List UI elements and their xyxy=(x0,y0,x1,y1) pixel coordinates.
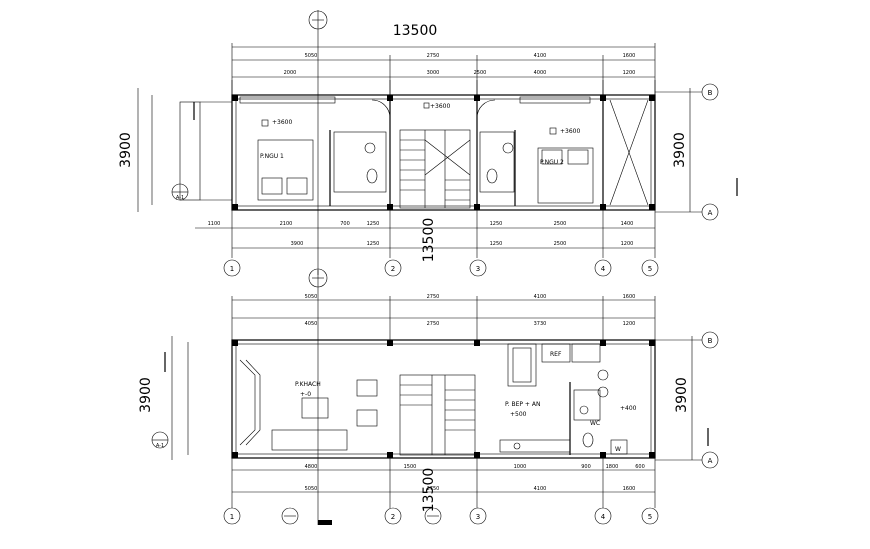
room-label: P.NGU 2 xyxy=(540,159,564,166)
dim-label: 5050 xyxy=(305,486,318,492)
dim-label: 1600 xyxy=(623,53,636,59)
dim-label: 1800 xyxy=(606,464,619,470)
dim-label: 2500 xyxy=(554,221,567,227)
grid-axis-label: 1 xyxy=(230,265,234,273)
dim-label: 4100 xyxy=(534,53,547,59)
washer-label: W xyxy=(615,446,621,453)
dim-label: 3730 xyxy=(534,321,547,327)
dim-label: 700 xyxy=(340,221,350,227)
elevation-label: +-0 xyxy=(300,391,311,398)
dim-label: 2500 xyxy=(474,70,487,76)
elevation-label: +500 xyxy=(510,411,527,418)
dim-label: 2100 xyxy=(280,221,293,227)
grid-axis-label: A xyxy=(708,209,713,217)
dim-label: 1600 xyxy=(623,294,636,300)
stair-treads xyxy=(400,139,470,201)
dim-label: 1200 xyxy=(623,321,636,327)
dim-label: 1200 xyxy=(623,70,636,76)
elevation-label: +3600 xyxy=(560,128,580,135)
dim-label: 1250 xyxy=(490,221,503,227)
grid-axis-label: B xyxy=(708,89,713,97)
dim-label: 4100 xyxy=(534,294,547,300)
dim-label: 4100 xyxy=(534,486,547,492)
lower-vertical-dim: 13500 xyxy=(421,468,437,513)
dim-label: 5050 xyxy=(305,53,318,59)
upper-depth-right: 3900 xyxy=(672,132,688,168)
grid-axes-upper: 1 2 3 4 5 B A xyxy=(223,80,719,277)
grid-axis-label: 1 xyxy=(230,513,234,521)
dim-label: 4050 xyxy=(305,321,318,327)
dim-label: 900 xyxy=(581,464,591,470)
dim-label: 600 xyxy=(635,464,645,470)
dim-label: 1500 xyxy=(404,464,417,470)
dim-label: 5050 xyxy=(305,294,318,300)
dim-label: 1400 xyxy=(621,221,634,227)
dim-label: 1200 xyxy=(621,241,634,247)
dim-label: 1100 xyxy=(208,221,221,227)
grid-axis-label: 2 xyxy=(391,265,395,273)
section-marker: A-1 xyxy=(156,443,164,449)
dim-label: 2750 xyxy=(427,294,440,300)
dim-label: 3000 xyxy=(427,70,440,76)
stair-treads xyxy=(400,384,475,431)
dim-label: 4000 xyxy=(534,70,547,76)
grid-axes-lower: 1 2 3 4 5 B A xyxy=(223,331,719,525)
dim-label: 2000 xyxy=(284,70,297,76)
dim-label: 2750 xyxy=(427,321,440,327)
grid-axis-label: 3 xyxy=(476,513,480,521)
dim-label: 3900 xyxy=(291,241,304,247)
elevation-label: +3600 xyxy=(272,119,292,126)
grid-axis-label: A xyxy=(708,457,713,465)
grid-axis-label: 2 xyxy=(391,513,395,521)
grid-axis-label: B xyxy=(708,337,713,345)
grid-axis-label: 5 xyxy=(648,265,652,273)
dim-label: 1600 xyxy=(623,486,636,492)
dim-label: 2750 xyxy=(427,486,440,492)
upper-overall-width: 13500 xyxy=(393,23,438,39)
dim-label: 1250 xyxy=(490,241,503,247)
room-label: P.NGU 1 xyxy=(260,153,284,160)
room-label: P.KHACH xyxy=(295,381,321,388)
lower-floor-plan: 5050 2750 4100 1600 4050 2750 3730 1200 … xyxy=(138,268,709,525)
dim-label: 1000 xyxy=(514,464,527,470)
lower-depth-right: 3900 xyxy=(674,377,690,413)
lower-depth-left: 3900 xyxy=(138,377,154,413)
upper-floor-plan: 13500 5050 2750 4100 1600 2000 3000 2500… xyxy=(118,10,738,275)
upper-vertical-dim: 13500 xyxy=(421,218,437,263)
elevation-label: +400 xyxy=(620,405,637,412)
grid-axis-label: 4 xyxy=(601,513,606,521)
grid-axis-label: 4 xyxy=(601,265,606,273)
dim-label: 1250 xyxy=(367,221,380,227)
dim-label: 2750 xyxy=(427,53,440,59)
room-label: WC xyxy=(590,420,600,427)
landing-elevation: +3600 xyxy=(430,103,450,110)
grid-axis-label: 5 xyxy=(648,513,652,521)
appliance-label: REF xyxy=(550,351,562,358)
grid-axis-label: 3 xyxy=(476,265,480,273)
upper-depth-left: 3900 xyxy=(118,132,134,168)
dim-label: 4800 xyxy=(305,464,318,470)
room-label: P. BEP + AN xyxy=(505,401,540,408)
dim-label: 2500 xyxy=(554,241,567,247)
section-marker: A-1 xyxy=(176,195,184,201)
dim-label: 1250 xyxy=(367,241,380,247)
